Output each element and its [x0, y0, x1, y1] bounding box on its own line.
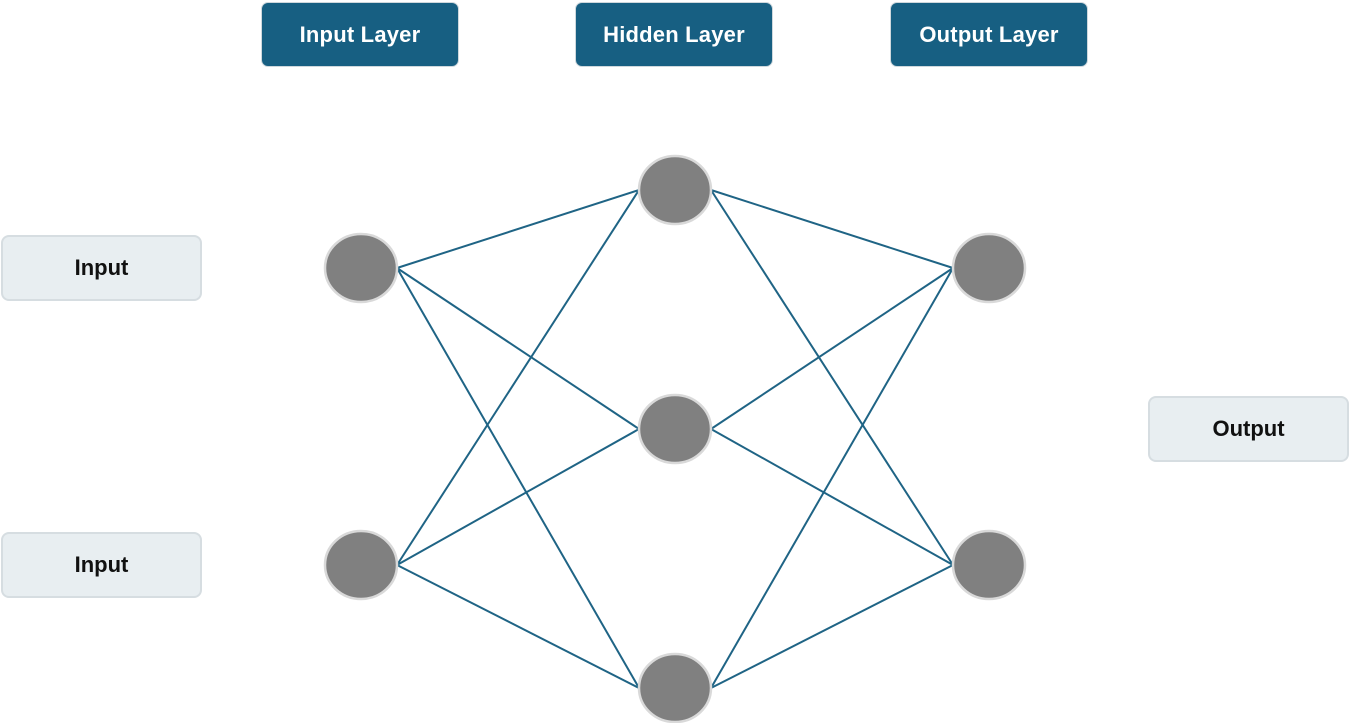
hidden-node-3 — [637, 652, 713, 723]
input-layer-header: Input Layer — [261, 2, 459, 67]
edge-hidden-3-to-output-2 — [710, 564, 954, 689]
output-node-2 — [951, 529, 1027, 601]
input-node-1 — [323, 232, 399, 304]
edge-hidden-2-to-output-2 — [710, 428, 954, 566]
input-label-2: Input — [1, 532, 202, 598]
edges — [396, 189, 954, 689]
input-label-1: Input — [1, 235, 202, 301]
edge-input-1-to-hidden-3 — [396, 267, 640, 689]
edge-hidden-1-to-output-2 — [710, 189, 954, 566]
edge-hidden-3-to-output-1 — [710, 267, 954, 689]
output-label: Output — [1148, 396, 1349, 462]
edge-input-1-to-hidden-1 — [396, 189, 640, 269]
edge-input-2-to-hidden-3 — [396, 564, 640, 689]
edge-input-2-to-hidden-1 — [396, 189, 640, 566]
edge-hidden-1-to-output-1 — [710, 189, 954, 269]
edge-input-1-to-hidden-2 — [396, 267, 640, 430]
nodes — [323, 154, 1027, 723]
hidden-node-1 — [637, 154, 713, 226]
edge-hidden-2-to-output-1 — [710, 267, 954, 430]
hidden-node-2 — [637, 393, 713, 465]
edge-input-2-to-hidden-2 — [396, 428, 640, 566]
input-node-2 — [323, 529, 399, 601]
output-layer-header: Output Layer — [890, 2, 1088, 67]
output-node-1 — [951, 232, 1027, 304]
hidden-layer-header: Hidden Layer — [575, 2, 773, 67]
